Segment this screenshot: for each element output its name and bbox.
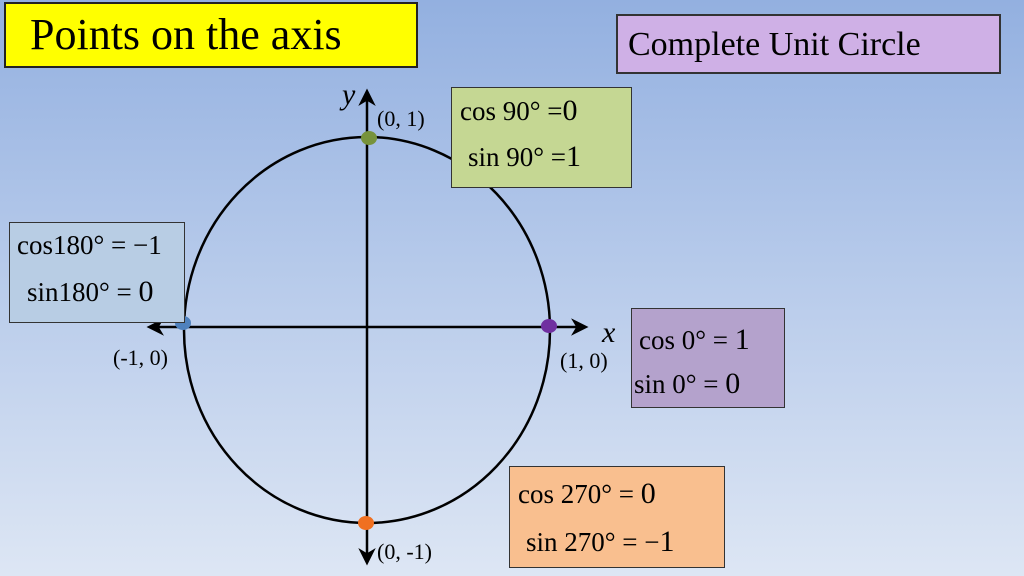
y-axis-label: y [342, 78, 356, 111]
equation-box-180: cos180° = −1 sin180° = 0 [9, 222, 185, 323]
point-bottom [358, 516, 374, 530]
x-axis-label: x [602, 316, 616, 349]
point-top [361, 131, 377, 145]
slide-title: Points on the axis [4, 2, 418, 68]
point-right [541, 319, 557, 333]
equation-box-90: cos 90° =0 sin 90° =1 [451, 87, 632, 188]
coord-label-right: (1, 0) [560, 348, 608, 373]
coord-label-top: (0, 1) [377, 106, 425, 131]
equation-box-0: cos 0° = 1 sin 0° = 0 [631, 308, 785, 408]
cos-90-equation: cos 90° =0 [460, 94, 578, 127]
equation-box-270: cos 270° = 0 sin 270° = −1 [509, 466, 725, 568]
cos-0-equation: cos 0° = 1 [639, 323, 750, 356]
sin-0-equation: sin 0° = 0 [634, 367, 741, 400]
sin-90-equation: sin 90° =1 [468, 140, 582, 173]
unit-circle-label: Complete Unit Circle [616, 14, 1001, 74]
coord-label-bottom: (0, -1) [377, 539, 432, 564]
cos-270-equation: cos 270° = 0 [518, 477, 656, 510]
sin-180-equation: sin180° = 0 [27, 275, 154, 308]
coord-label-left: (-1, 0) [113, 345, 168, 370]
sin-270-equation: sin 270° = −1 [526, 525, 675, 558]
cos-180-equation: cos180° = −1 [17, 230, 162, 260]
